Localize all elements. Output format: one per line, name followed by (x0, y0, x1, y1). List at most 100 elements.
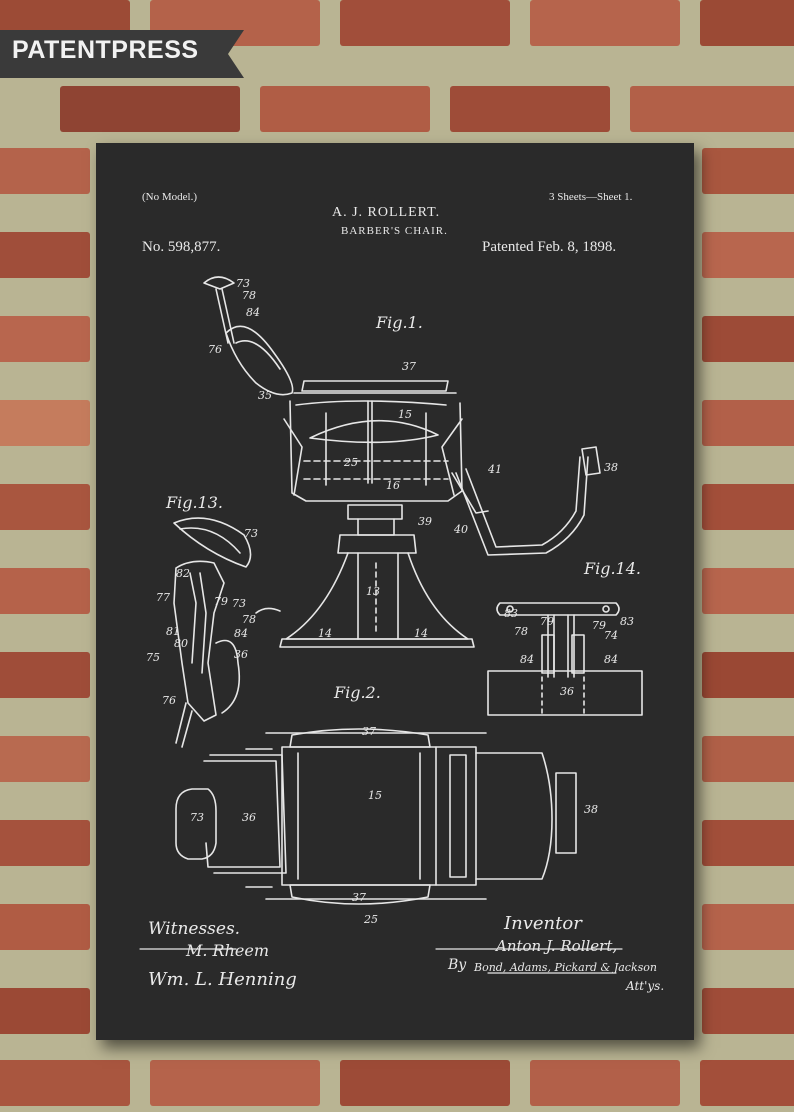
ref-36: 36 (234, 648, 248, 661)
ref-77: 77 (156, 591, 170, 604)
fig2-label: Fig.2. (334, 683, 381, 702)
brick (700, 0, 794, 46)
ref-37b: 37 (362, 725, 376, 738)
brick (60, 86, 240, 132)
brick (0, 1060, 130, 1106)
witness-signature-2: Wm. L. Henning (148, 969, 297, 990)
ref-76b: 76 (162, 694, 176, 707)
brick (340, 1060, 510, 1106)
brick (0, 484, 90, 530)
ref-80: 80 (174, 637, 188, 650)
ref-73b: 73 (244, 527, 258, 540)
model-note: (No Model.) (142, 191, 197, 203)
brick (700, 1060, 794, 1106)
ref-78: 78 (242, 289, 256, 302)
brick (340, 0, 510, 46)
ref-76: 76 (208, 343, 222, 356)
ref-78b: 78 (242, 613, 256, 626)
ref-84: 84 (246, 306, 260, 319)
ref-79b: 79 (540, 615, 554, 628)
ref-37c: 37 (352, 891, 366, 904)
ref-39: 39 (418, 515, 432, 528)
fig1-chair-drawing (203, 276, 601, 648)
patent-number: No. 598,877. (142, 239, 221, 255)
brick (0, 232, 90, 278)
patentpress-banner (0, 30, 244, 78)
ref-40: 40 (454, 523, 468, 536)
attys-label: Att'ys. (626, 979, 665, 993)
ref-73c: 73 (232, 597, 246, 610)
brick (702, 232, 794, 278)
fig14-label: Fig.14. (584, 559, 641, 578)
brick (702, 484, 794, 530)
brick (702, 736, 794, 782)
fig13-headrest-drawing (173, 517, 252, 748)
witnesses-label: Witnesses. (148, 919, 241, 939)
patent-poster: (No Model.) 3 Sheets—Sheet 1. A. J. ROLL… (96, 143, 694, 1040)
ref-78c: 78 (514, 625, 528, 638)
patent-drawing (139, 276, 643, 974)
ref-81: 81 (166, 625, 180, 638)
ref-82: 82 (176, 567, 190, 580)
ref-25b: 25 (364, 913, 378, 926)
inventor-label: Inventor (504, 913, 582, 934)
ref-13: 13 (366, 585, 380, 598)
ref-79: 79 (214, 595, 228, 608)
brick (702, 904, 794, 950)
ref-38b: 38 (584, 803, 598, 816)
brick (0, 568, 90, 614)
fig13-label: Fig.13. (166, 493, 223, 512)
brick (0, 736, 90, 782)
inventor-signature: Anton J. Rollert, (496, 937, 618, 955)
brick (260, 86, 430, 132)
ref-83: 83 (504, 607, 518, 620)
ref-73: 73 (236, 277, 250, 290)
banner-text: PATENTPRESS (12, 36, 199, 64)
brick (150, 1060, 320, 1106)
ref-36c: 36 (242, 811, 256, 824)
brick (530, 0, 680, 46)
brick (0, 820, 90, 866)
brick (530, 1060, 680, 1106)
fig1-label: Fig.1. (376, 313, 423, 332)
ref-15b: 15 (368, 789, 382, 802)
brick (0, 316, 90, 362)
ref-14: 14 (318, 627, 332, 640)
brick (702, 988, 794, 1034)
sheet-number: 3 Sheets—Sheet 1. (549, 191, 633, 203)
ref-36b: 36 (560, 685, 574, 698)
brick (702, 400, 794, 446)
brick (0, 400, 90, 446)
fig2-plan-drawing (175, 728, 577, 905)
ref-25: 25 (344, 456, 358, 469)
brick (0, 988, 90, 1034)
brick (702, 316, 794, 362)
brick (702, 568, 794, 614)
ref-75: 75 (146, 651, 160, 664)
patent-date: Patented Feb. 8, 1898. (482, 239, 617, 255)
attorneys-signature: Bond, Adams, Pickard & Jackson (474, 961, 657, 974)
brick (0, 148, 90, 194)
ref-16: 16 (386, 479, 400, 492)
ref-84d: 84 (604, 653, 618, 666)
patent-title: BARBER'S CHAIR. (341, 225, 448, 237)
witness-signature-1: M. Rheem (186, 941, 270, 960)
brick (702, 652, 794, 698)
ref-38: 38 (604, 461, 618, 474)
ref-37: 37 (402, 360, 416, 373)
brick (702, 820, 794, 866)
brick (450, 86, 610, 132)
ref-35: 35 (258, 389, 272, 402)
fig14-clamp-drawing (487, 602, 643, 716)
ref-41: 41 (488, 463, 502, 476)
ref-14b: 14 (414, 627, 428, 640)
ref-15: 15 (398, 408, 412, 421)
ref-74: 74 (604, 629, 618, 642)
ref-79c: 79 (592, 619, 606, 632)
ref-84c: 84 (520, 653, 534, 666)
ref-73d: 73 (190, 811, 204, 824)
brick (702, 148, 794, 194)
ref-84b: 84 (234, 627, 248, 640)
ref-83b: 83 (620, 615, 634, 628)
by-label: By (448, 957, 467, 973)
